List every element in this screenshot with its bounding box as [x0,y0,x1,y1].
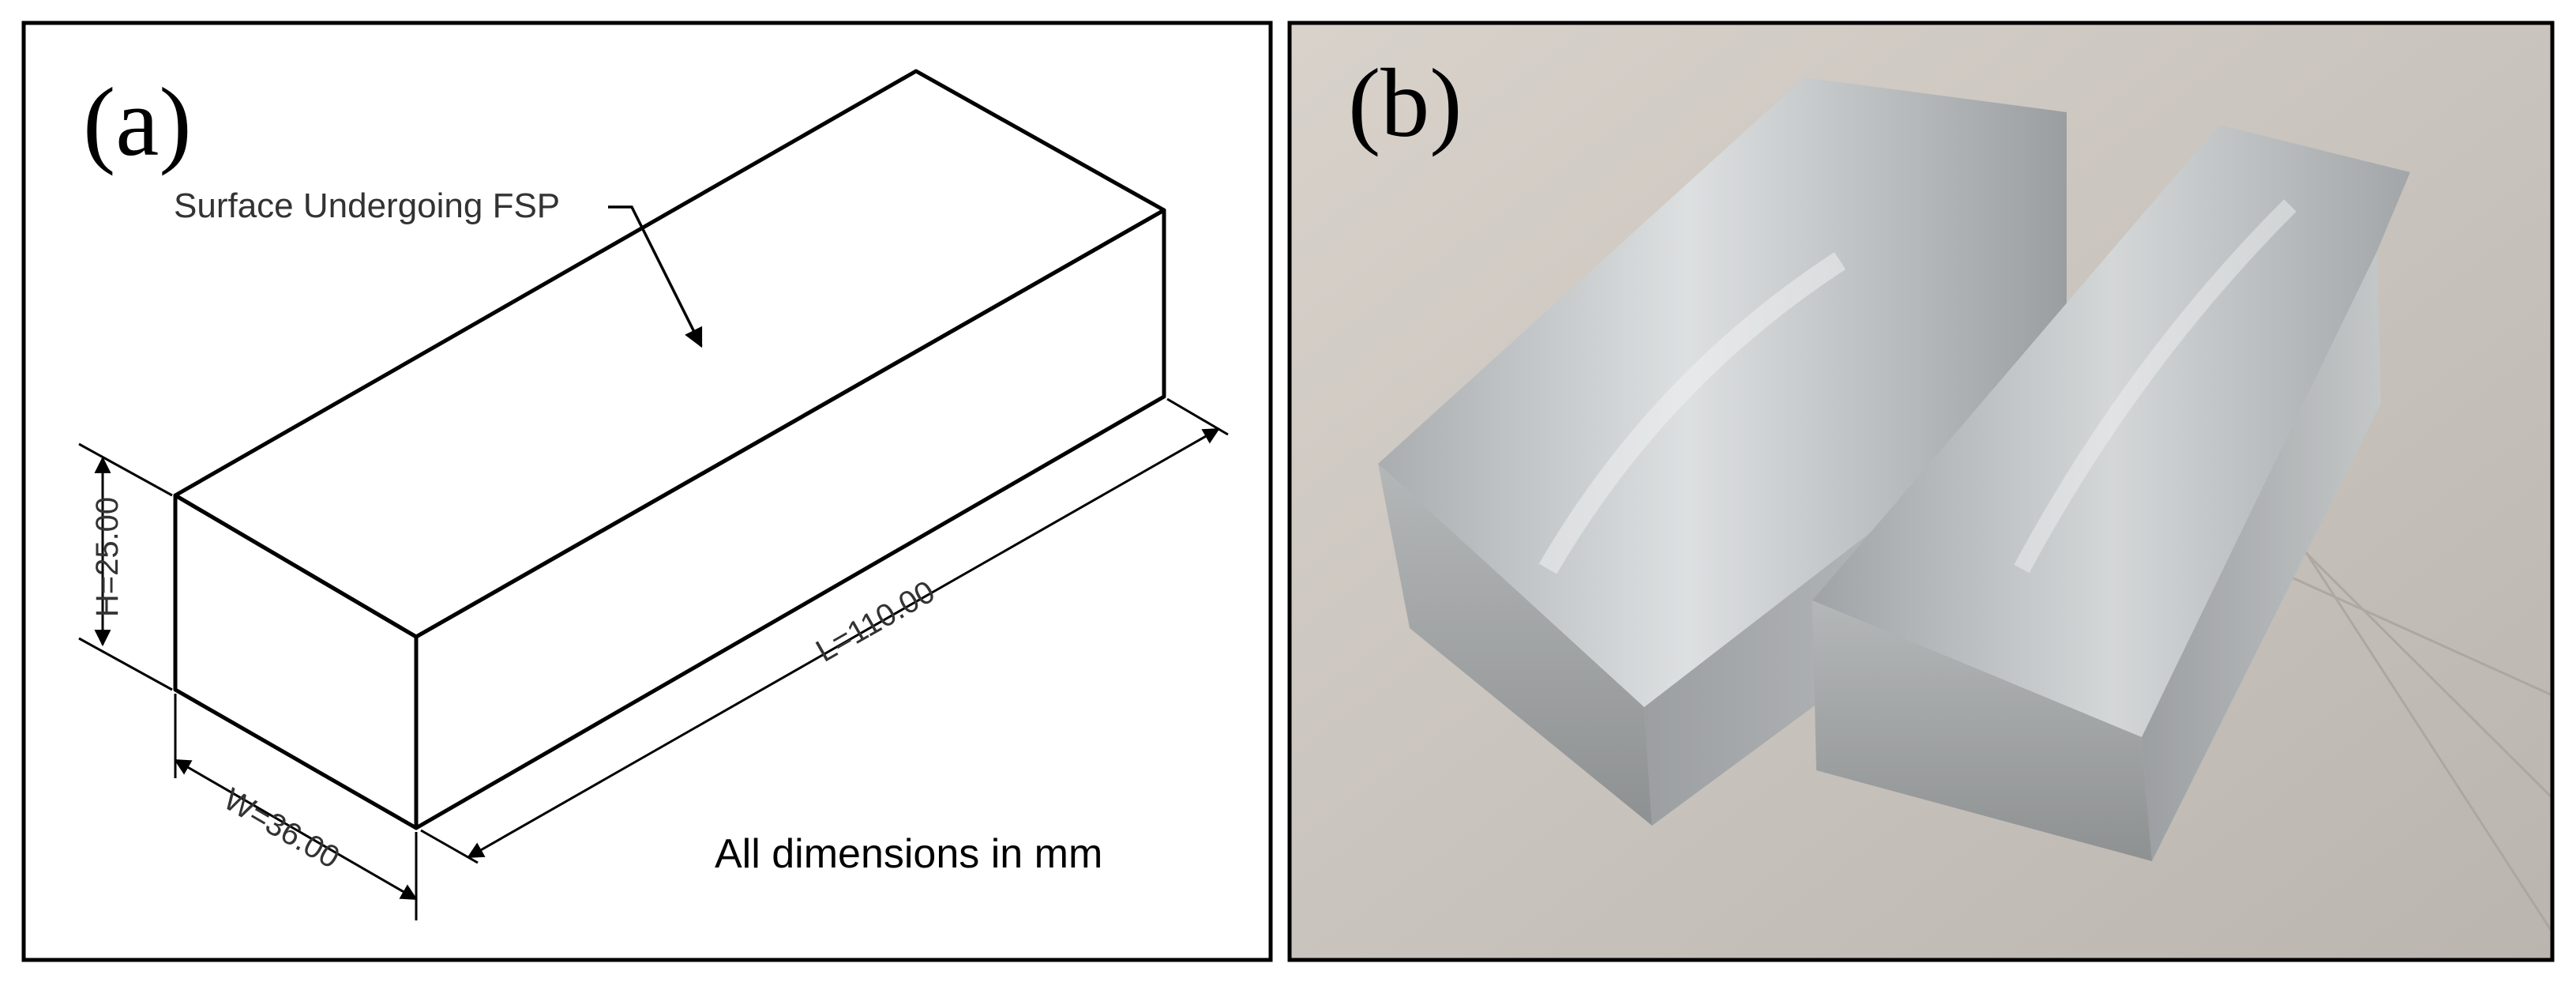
panel-a: (a) Surface Undergoing FSP H=25.00 W=36.… [21,21,1273,962]
length-dimension [420,397,1229,864]
height-dimension-label: H=25.00 [90,497,125,617]
panel-b-frame [1287,21,2555,962]
right-bar-front [1812,600,2152,861]
panel-b-label: (b) [1348,49,1463,157]
panel-b: (b) [1287,21,2555,962]
right-bar-sheen [2014,199,2296,574]
left-bar-sheen [1538,252,1846,574]
units-note: All dimensions in mm [715,831,1102,877]
right-bar-side [2142,251,2381,861]
width-dimension [174,694,418,920]
panel-a-label: (a) [83,68,192,176]
fsp-surface-callout: Surface Undergoing FSP [174,186,560,225]
callout-leader [608,205,703,348]
left-bar-front [1378,464,1652,826]
height-dimension [78,442,173,691]
aluminum-bar-right [1812,125,2410,861]
